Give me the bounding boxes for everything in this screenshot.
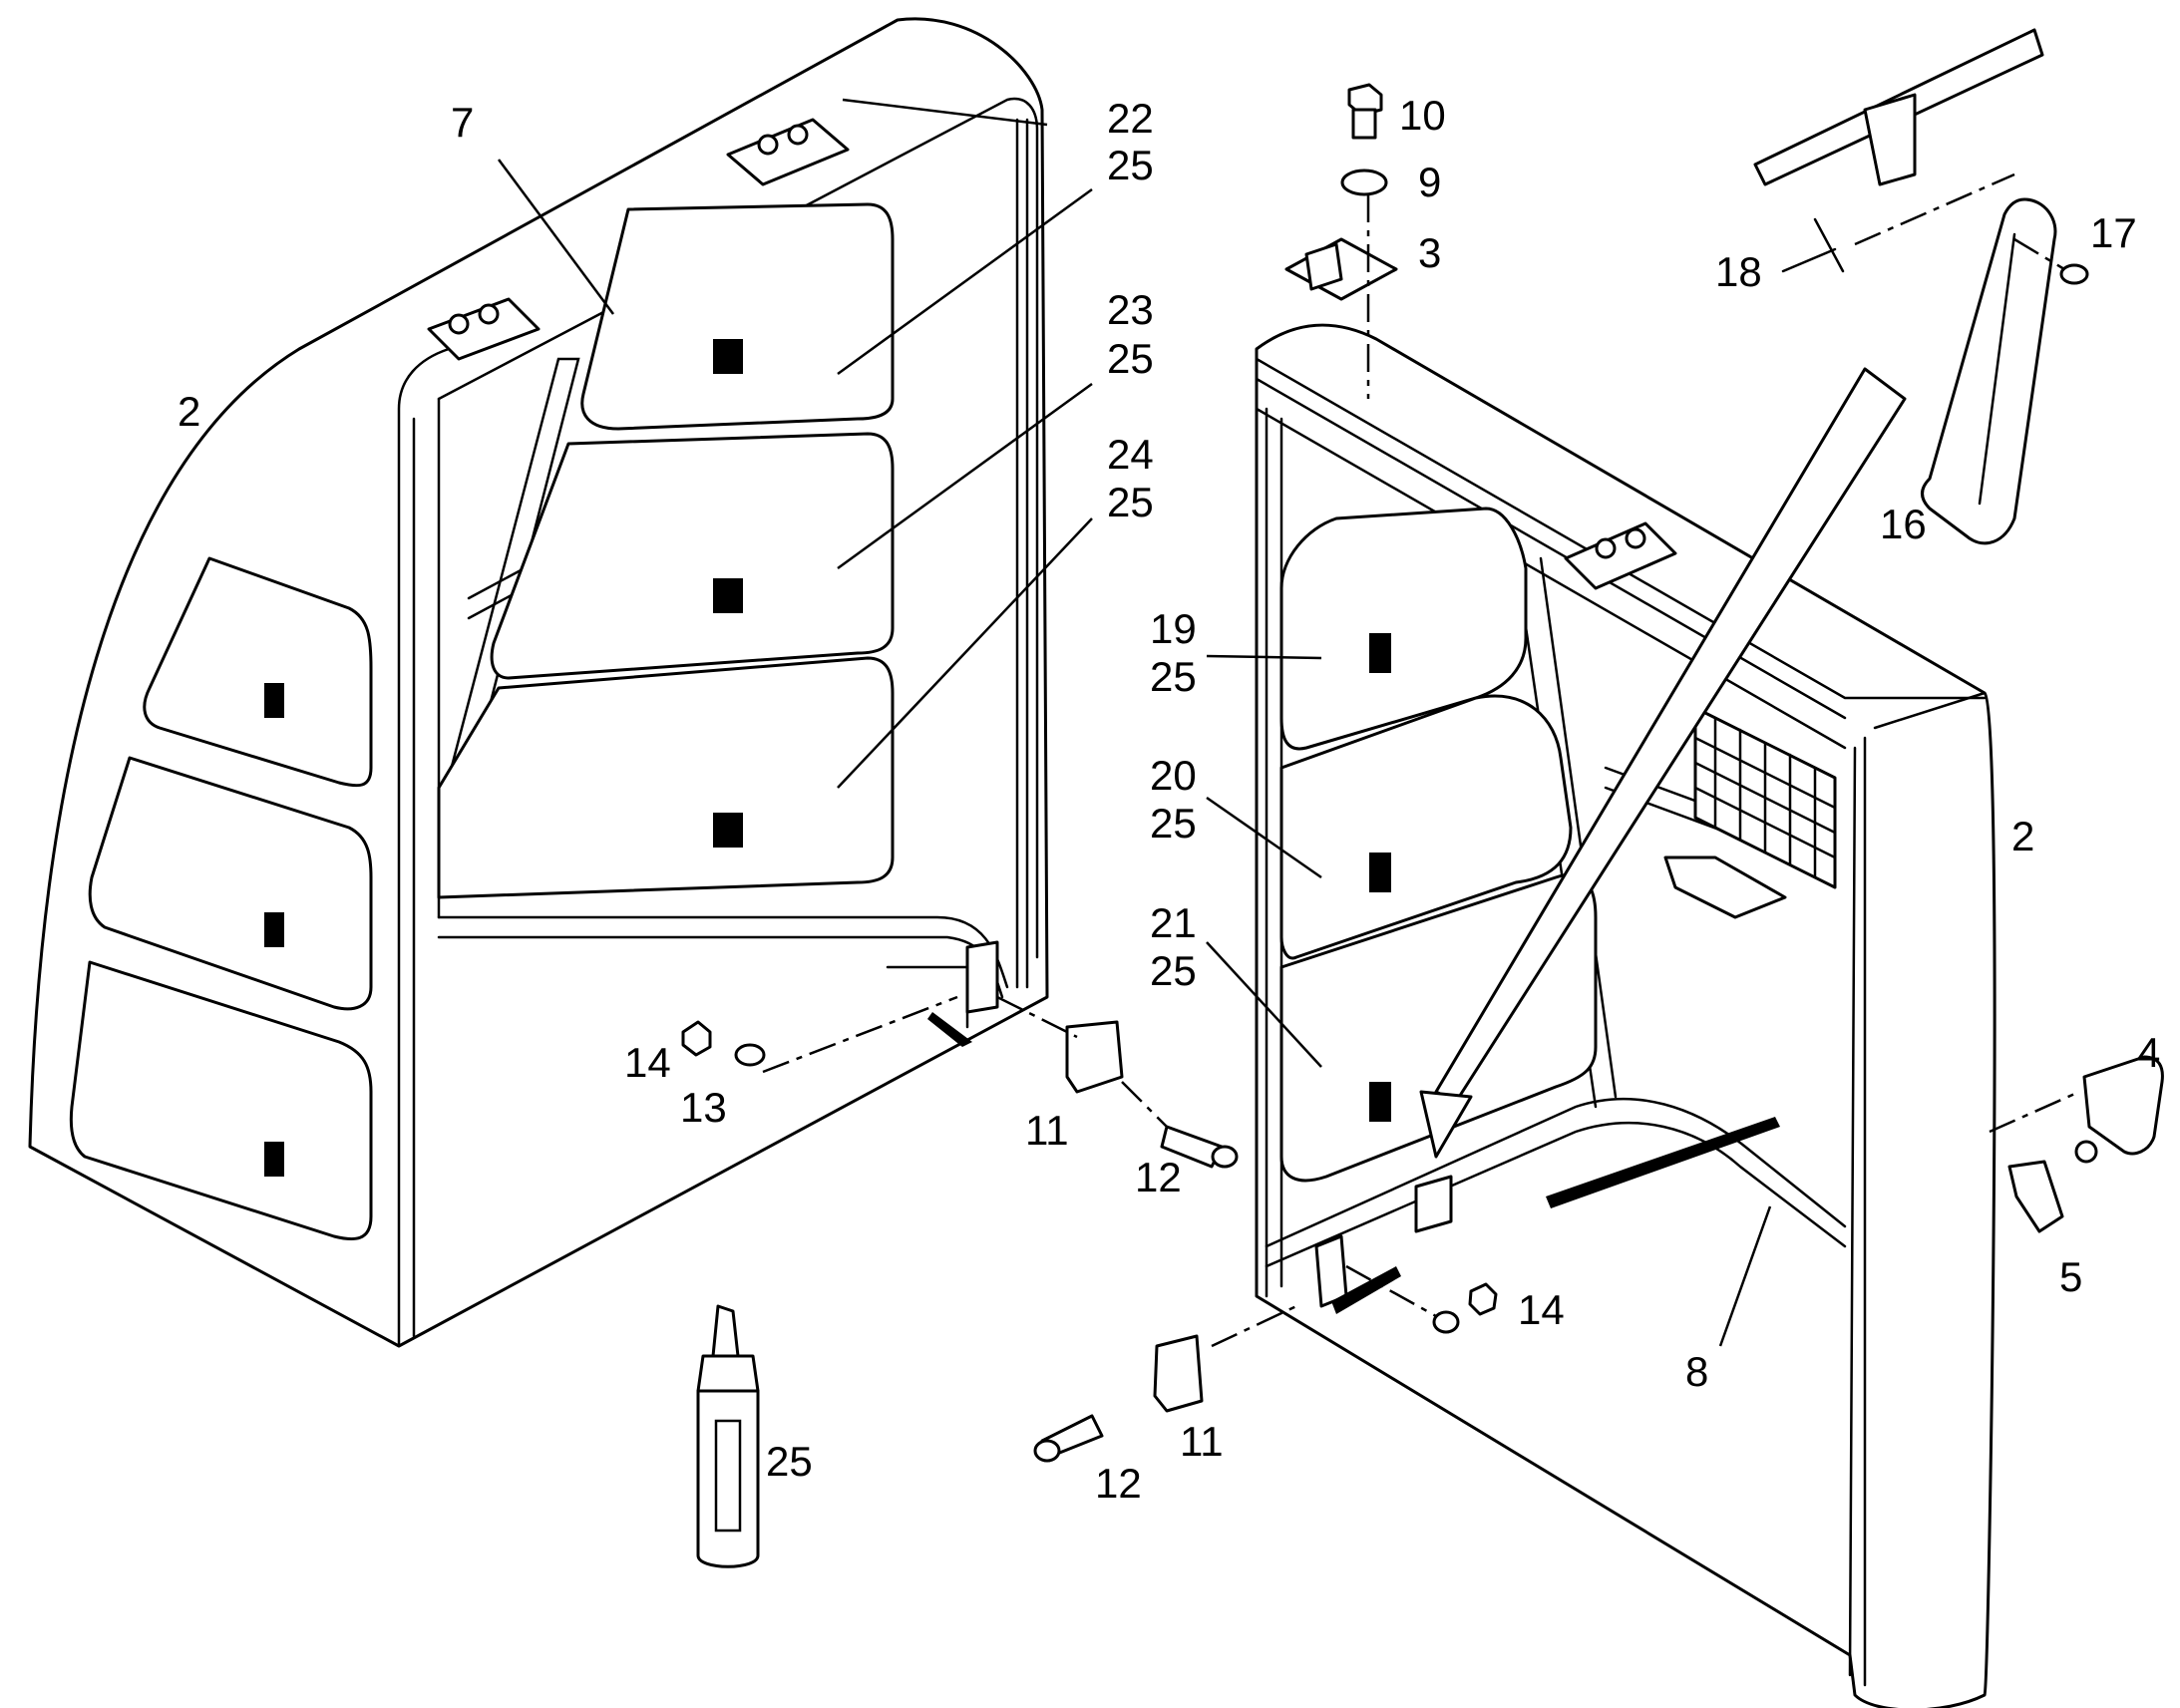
right-fastener-assembly: [1033, 1264, 1498, 1463]
label-17: 17: [2090, 209, 2137, 256]
label-21: 21: [1150, 899, 1197, 946]
latch-hardware: [1989, 1055, 2164, 1233]
label-10: 10: [1399, 92, 1446, 139]
leader-lines: [497, 98, 1772, 1347]
label-22: 22: [1107, 95, 1154, 142]
label-7: 7: [451, 99, 474, 146]
label-25-tube: 25: [766, 1438, 813, 1485]
label-11-right: 11: [1180, 1418, 1224, 1465]
label-18: 18: [1715, 248, 1762, 295]
label-3: 3: [1418, 229, 1441, 276]
label-2-left: 2: [178, 388, 200, 435]
label-19-25: 25: [1150, 653, 1197, 700]
label-16: 16: [1880, 501, 1927, 547]
label-20-25: 25: [1150, 800, 1197, 847]
label-14-left: 14: [624, 1039, 671, 1086]
right-side-panel: [1255, 323, 1997, 1708]
label-23-25: 25: [1107, 335, 1154, 382]
label-12-left: 12: [1135, 1154, 1182, 1200]
label-14-right: 14: [1518, 1286, 1565, 1333]
label-19: 19: [1150, 605, 1197, 652]
label-21-25: 25: [1150, 947, 1197, 994]
sealant-tube: [696, 1304, 760, 1568]
label-5: 5: [2059, 1253, 2082, 1300]
label-8: 8: [1685, 1348, 1708, 1395]
top-hinge-hardware: [1284, 83, 1398, 399]
left-fastener-assembly: [681, 995, 1239, 1169]
label-20: 20: [1150, 752, 1197, 799]
label-13: 13: [680, 1084, 727, 1131]
strap-hardware: [1753, 28, 2089, 545]
label-12-right: 12: [1095, 1460, 1142, 1507]
callout-labels: 2 7 22 25 23 25 24 25 14 13 11 12 25 10 …: [178, 92, 2160, 1507]
assembly-arrow: [1419, 367, 1907, 1159]
label-23: 23: [1107, 286, 1154, 333]
left-hatch-marks: [264, 339, 743, 1177]
label-24-25: 25: [1107, 479, 1154, 525]
label-4: 4: [2137, 1029, 2160, 1076]
left-side-panel: [28, 17, 1049, 1348]
label-24: 24: [1107, 431, 1154, 478]
label-9: 9: [1418, 159, 1441, 205]
right-hatch-marks: [1369, 633, 1391, 1122]
label-2-right: 2: [2011, 813, 2034, 859]
label-11-left: 11: [1025, 1107, 1069, 1154]
label-22-25: 25: [1107, 142, 1154, 188]
